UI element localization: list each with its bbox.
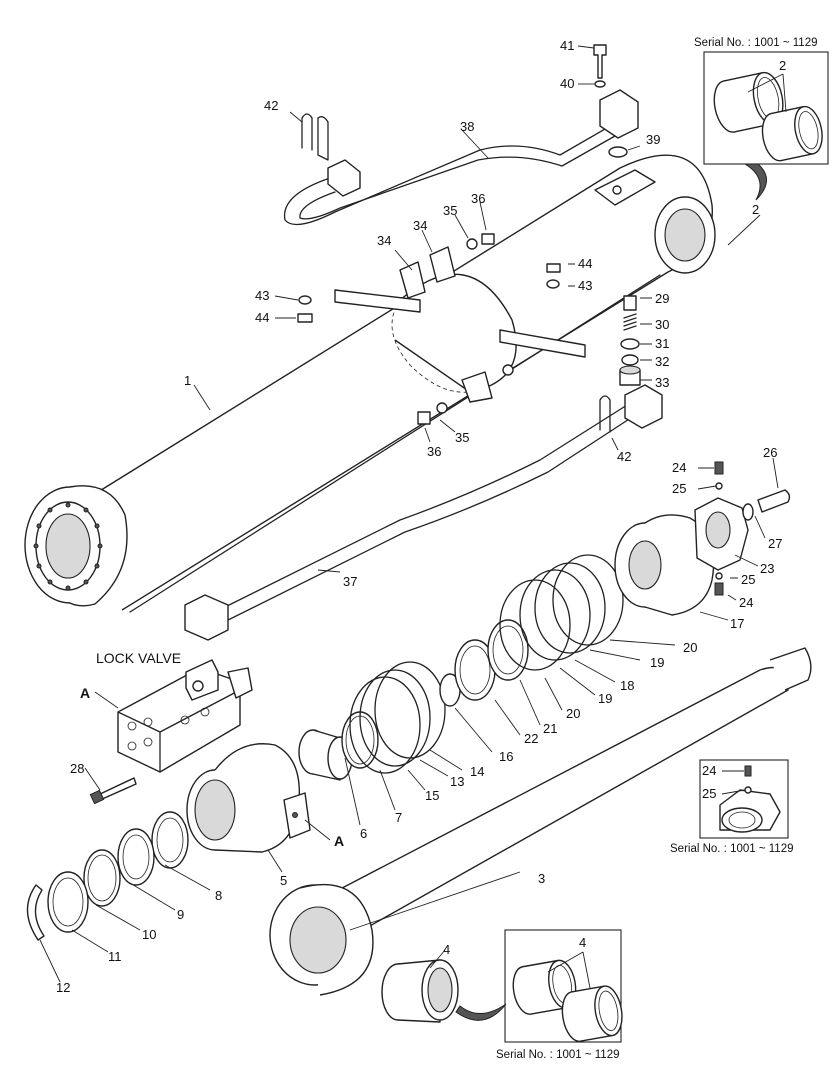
callout-36-b: 36 (427, 444, 441, 459)
pipe-upper (283, 89, 639, 226)
inset-pointer-top (743, 163, 767, 201)
callout-4-inset: 4 (579, 935, 586, 950)
callout-24-a: 24 (672, 460, 686, 475)
callout-10: 10 (142, 927, 156, 942)
lock-valve (117, 659, 253, 773)
callout-4: 4 (443, 942, 450, 957)
seals-and-rings (26, 44, 791, 941)
inset-bushing-top (703, 51, 829, 165)
callout-20-b: 20 (566, 706, 580, 721)
serial-label-top: Serial No. : 1001 ~ 1129 (694, 37, 818, 49)
section-marker-a-right: A (334, 833, 344, 849)
callout-9: 9 (177, 907, 184, 922)
callout-2-top: 2 (779, 58, 786, 73)
rod-bushing (381, 959, 459, 1023)
callout-6: 6 (360, 826, 367, 841)
callout-42-a: 42 (264, 98, 278, 113)
callout-44-b: 44 (578, 256, 592, 271)
callout-29: 29 (655, 291, 669, 306)
callout-25-inset: 25 (702, 786, 716, 801)
callout-27: 27 (768, 536, 782, 551)
callout-24-inset: 24 (702, 763, 716, 778)
callout-41: 41 (560, 38, 574, 53)
callout-22: 22 (524, 731, 538, 746)
callout-28: 28 (70, 761, 84, 776)
leader-lines (39, 45, 779, 983)
callout-18: 18 (620, 678, 634, 693)
callout-23: 23 (760, 561, 774, 576)
callout-16: 16 (499, 749, 513, 764)
callout-8: 8 (215, 888, 222, 903)
callout-14: 14 (470, 764, 484, 779)
callout-11: 11 (108, 949, 122, 964)
inset-pointer-bottom (455, 1003, 507, 1021)
section-marker-a-left: A (80, 685, 90, 701)
flange-bolt-holes (33, 502, 103, 591)
callout-25-b: 25 (741, 572, 755, 587)
serial-label-bottom: Serial No. : 1001 ~ 1129 (496, 1049, 620, 1061)
serial-label-right: Serial No. : 1001 ~ 1129 (670, 843, 794, 855)
callout-40: 40 (560, 76, 574, 91)
callout-17: 17 (730, 616, 744, 631)
callout-13: 13 (450, 774, 464, 789)
callout-21: 21 (543, 721, 557, 736)
callout-43-a: 43 (255, 288, 269, 303)
callout-5: 5 (280, 873, 287, 888)
callout-12: 12 (56, 980, 70, 995)
callout-38: 38 (460, 119, 474, 134)
callout-43-b: 43 (578, 278, 592, 293)
callout-24-b: 24 (739, 595, 753, 610)
callout-35-b: 35 (455, 430, 469, 445)
callout-19-a: 19 (650, 655, 664, 670)
inset-bushing-bottom (504, 929, 623, 1043)
callout-labels: Serial No. : 1001 ~ 1129 Serial No. : 10… (56, 37, 818, 1061)
callout-1: 1 (184, 373, 191, 388)
callout-36-a: 36 (471, 191, 485, 206)
rod-cover (186, 743, 311, 853)
callout-19-b: 19 (598, 691, 612, 706)
callout-44-a: 44 (255, 310, 269, 325)
callout-35-a: 35 (443, 203, 457, 218)
callout-42-b: 42 (617, 449, 631, 464)
callout-7: 7 (395, 810, 402, 825)
callout-20-a: 20 (683, 640, 697, 655)
callout-34-b: 34 (413, 218, 427, 233)
callout-33: 33 (655, 375, 669, 390)
callout-3: 3 (538, 871, 545, 886)
callout-31: 31 (655, 336, 669, 351)
piston-rod (269, 647, 812, 996)
lock-valve-label: LOCK VALVE (96, 650, 181, 666)
callout-2: 2 (752, 202, 759, 217)
callout-15: 15 (425, 788, 439, 803)
callout-25-a: 25 (672, 481, 686, 496)
callout-37: 37 (343, 574, 357, 589)
pipe-lower (184, 384, 663, 641)
callout-39: 39 (646, 132, 660, 147)
callout-30: 30 (655, 317, 669, 332)
callout-26: 26 (763, 445, 777, 460)
inset-fitting-right (699, 759, 789, 839)
cylinder-tube (24, 154, 716, 613)
callout-34-a: 34 (377, 233, 391, 248)
callout-32: 32 (655, 354, 669, 369)
